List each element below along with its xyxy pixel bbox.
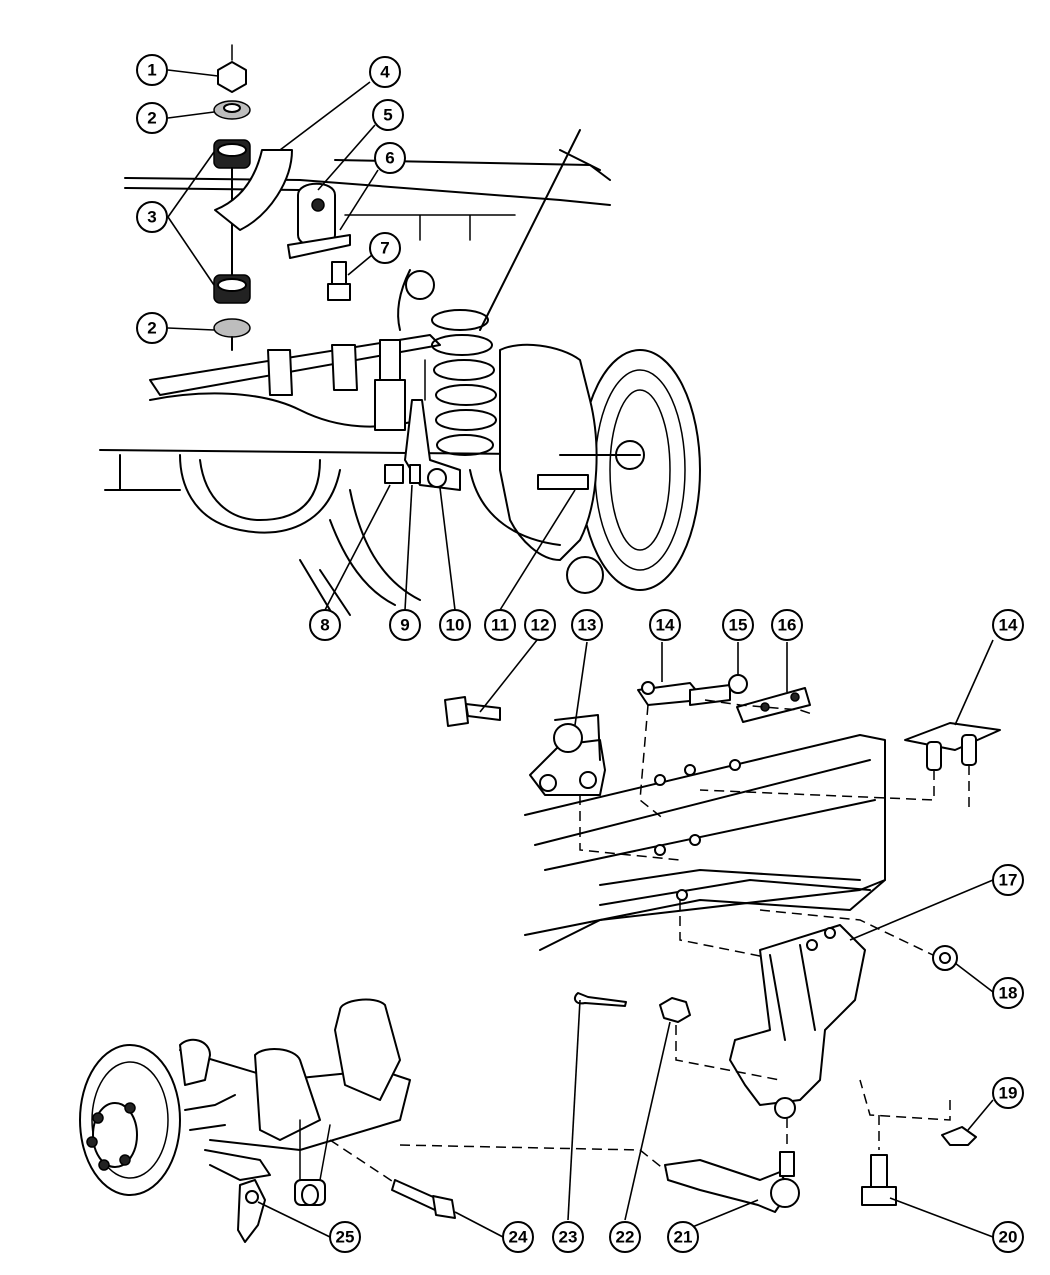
svg-text:25: 25 (336, 1228, 355, 1247)
svg-text:17: 17 (999, 871, 1018, 890)
svg-text:19: 19 (999, 1084, 1018, 1103)
callout-2-bottom: 2 (136, 312, 168, 344)
svg-text:3: 3 (147, 208, 156, 227)
callout-14-right: 14 (992, 609, 1024, 641)
callout-17: 17 (992, 864, 1024, 896)
callout-23: 23 (552, 1221, 584, 1253)
svg-text:6: 6 (385, 149, 394, 168)
svg-text:21: 21 (674, 1228, 693, 1247)
svg-text:16: 16 (778, 616, 797, 635)
front-suspension-assembly-drawing (99, 44, 701, 616)
svg-text:15: 15 (729, 616, 748, 635)
svg-text:12: 12 (531, 616, 550, 635)
svg-text:11: 11 (491, 616, 509, 635)
callout-8: 8 (309, 609, 341, 641)
svg-text:20: 20 (999, 1228, 1018, 1247)
callout-22: 22 (609, 1221, 641, 1253)
callout-4: 4 (369, 56, 401, 88)
callout-15: 15 (722, 609, 754, 641)
leader-lines (167, 69, 994, 1238)
svg-text:24: 24 (509, 1228, 528, 1247)
callout-5: 5 (372, 99, 404, 131)
callout-25: 25 (329, 1221, 361, 1253)
svg-text:4: 4 (380, 63, 390, 82)
callout-20: 20 (992, 1221, 1024, 1253)
callout-16: 16 (771, 609, 803, 641)
svg-text:7: 7 (380, 239, 389, 258)
frame-rail-bracket-drawing (444, 674, 1001, 1213)
svg-text:5: 5 (383, 106, 392, 125)
callout-11: 11 (484, 609, 516, 641)
svg-text:14: 14 (999, 616, 1018, 635)
callout-6: 6 (374, 142, 406, 174)
callout-14-left: 14 (649, 609, 681, 641)
svg-text:18: 18 (999, 984, 1018, 1003)
callout-24: 24 (502, 1221, 534, 1253)
callout-9: 9 (389, 609, 421, 641)
callout-1: 1 (136, 54, 168, 86)
svg-text:23: 23 (559, 1228, 578, 1247)
callout-18: 18 (992, 977, 1024, 1009)
svg-text:1: 1 (147, 61, 156, 80)
callout-13: 13 (571, 609, 603, 641)
svg-text:2: 2 (147, 319, 156, 338)
callout-12: 12 (524, 609, 556, 641)
callout-19: 19 (992, 1077, 1024, 1109)
callout-21: 21 (667, 1221, 699, 1253)
svg-text:10: 10 (446, 616, 465, 635)
svg-text:2: 2 (147, 109, 156, 128)
callout-3: 3 (136, 201, 168, 233)
svg-text:22: 22 (616, 1228, 635, 1247)
callout-7: 7 (369, 232, 401, 264)
hub-knuckle-drawing (79, 998, 666, 1243)
svg-text:8: 8 (320, 616, 329, 635)
callout-2-top: 2 (136, 102, 168, 134)
callout-10: 10 (439, 609, 471, 641)
svg-text:14: 14 (656, 616, 675, 635)
svg-text:13: 13 (578, 616, 597, 635)
svg-text:9: 9 (400, 616, 409, 635)
